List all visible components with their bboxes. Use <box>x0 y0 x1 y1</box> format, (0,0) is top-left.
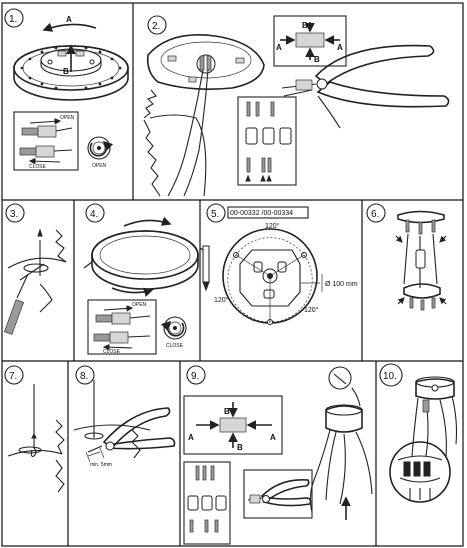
step-number-2: 2. <box>152 21 160 32</box>
step4-close-label: CLOSE <box>103 349 121 355</box>
step2-pliers-icon <box>281 44 450 129</box>
step4-close-dial: CLOSE <box>160 316 187 349</box>
step6-suspension <box>395 210 447 311</box>
step3-drill <box>3 228 67 335</box>
step8-strip-length: min. 5mm <box>90 462 112 468</box>
step9-connector-inset: B B A A <box>183 395 283 455</box>
step5-diameter: Ø 100 mm <box>325 281 358 288</box>
step8-wire-strip: min. 5mm <box>73 380 176 468</box>
step9-pliers-inset <box>243 469 313 519</box>
step9-label-b-top: B <box>224 407 230 416</box>
step5-angle-left: 120° <box>214 296 229 304</box>
step1-label-a: A <box>66 15 72 24</box>
step9-label-b-bottom: B <box>237 443 243 452</box>
step1-fixture: A B <box>13 15 129 101</box>
step1-close-label: CLOSE <box>29 164 47 170</box>
step4-open-label: OPEN <box>132 302 147 308</box>
step2-label-a-right: A <box>337 43 343 52</box>
step2-connector-inset: B B A A <box>273 15 347 67</box>
step1-dial-label: OPEN <box>92 163 107 169</box>
step5-angle-right: 120° <box>304 306 319 314</box>
step4-fixture <box>83 216 207 297</box>
step-number-8: 8. <box>80 371 88 382</box>
step-number-10: 10. <box>383 371 397 382</box>
step5-pencil-icon <box>202 245 210 292</box>
step10-ceiling-box <box>411 376 458 457</box>
step-badge-6: 6. <box>366 203 386 223</box>
step2-label-b-top: B <box>302 21 308 30</box>
step-badge-3: 3. <box>5 203 25 223</box>
step1-connector-inset: OPEN CLOSE <box>13 111 79 171</box>
step4-connector-inset: OPEN CLOSE <box>87 299 157 355</box>
step9-label-a-left: A <box>188 433 194 442</box>
step-number-3: 3. <box>10 209 18 220</box>
step-badge-8: 8. <box>75 365 95 385</box>
step-number-7: 7. <box>9 371 17 382</box>
step9-label-a-right: A <box>270 433 276 442</box>
step9-lamp-assembly <box>309 366 373 520</box>
step5-codes-box: 00-00332 /00-00334 <box>227 206 309 219</box>
step-badge-4: 4. <box>85 203 105 223</box>
step7-hook <box>7 384 65 493</box>
step-badge-1: 1. <box>4 8 24 28</box>
step-badge-2: 2. <box>147 15 167 35</box>
step2-wire-inset <box>237 96 297 186</box>
step1-open-label: OPEN <box>60 115 75 121</box>
step-number-4: 4. <box>90 209 98 220</box>
step-badge-5: 5. <box>206 203 226 223</box>
step10-zoom-inset <box>389 441 451 503</box>
step1-open-dial: OPEN <box>87 136 114 169</box>
step5-mounting-plate <box>222 228 323 325</box>
step-number-6: 6. <box>371 209 379 220</box>
step-badge-7: 7. <box>4 365 24 385</box>
step9-wire-inset <box>183 461 231 545</box>
step-badge-10: 10. <box>379 363 403 387</box>
step-number-5: 5. <box>211 209 219 220</box>
step-badge-9: 9. <box>186 365 206 385</box>
step-number-1: 1. <box>9 14 17 25</box>
step2-label-a-left: A <box>276 43 282 52</box>
step5-angle-top: 120° <box>265 222 280 230</box>
step2-label-b-bottom: B <box>314 55 320 64</box>
step4-dial-label: CLOSE <box>166 343 184 349</box>
step5-model-codes: 00-00332 /00-00334 <box>230 210 293 217</box>
step1-label-b: B <box>63 67 69 76</box>
step2-ceiling-mount <box>143 34 265 197</box>
step-number-9: 9. <box>191 371 199 382</box>
